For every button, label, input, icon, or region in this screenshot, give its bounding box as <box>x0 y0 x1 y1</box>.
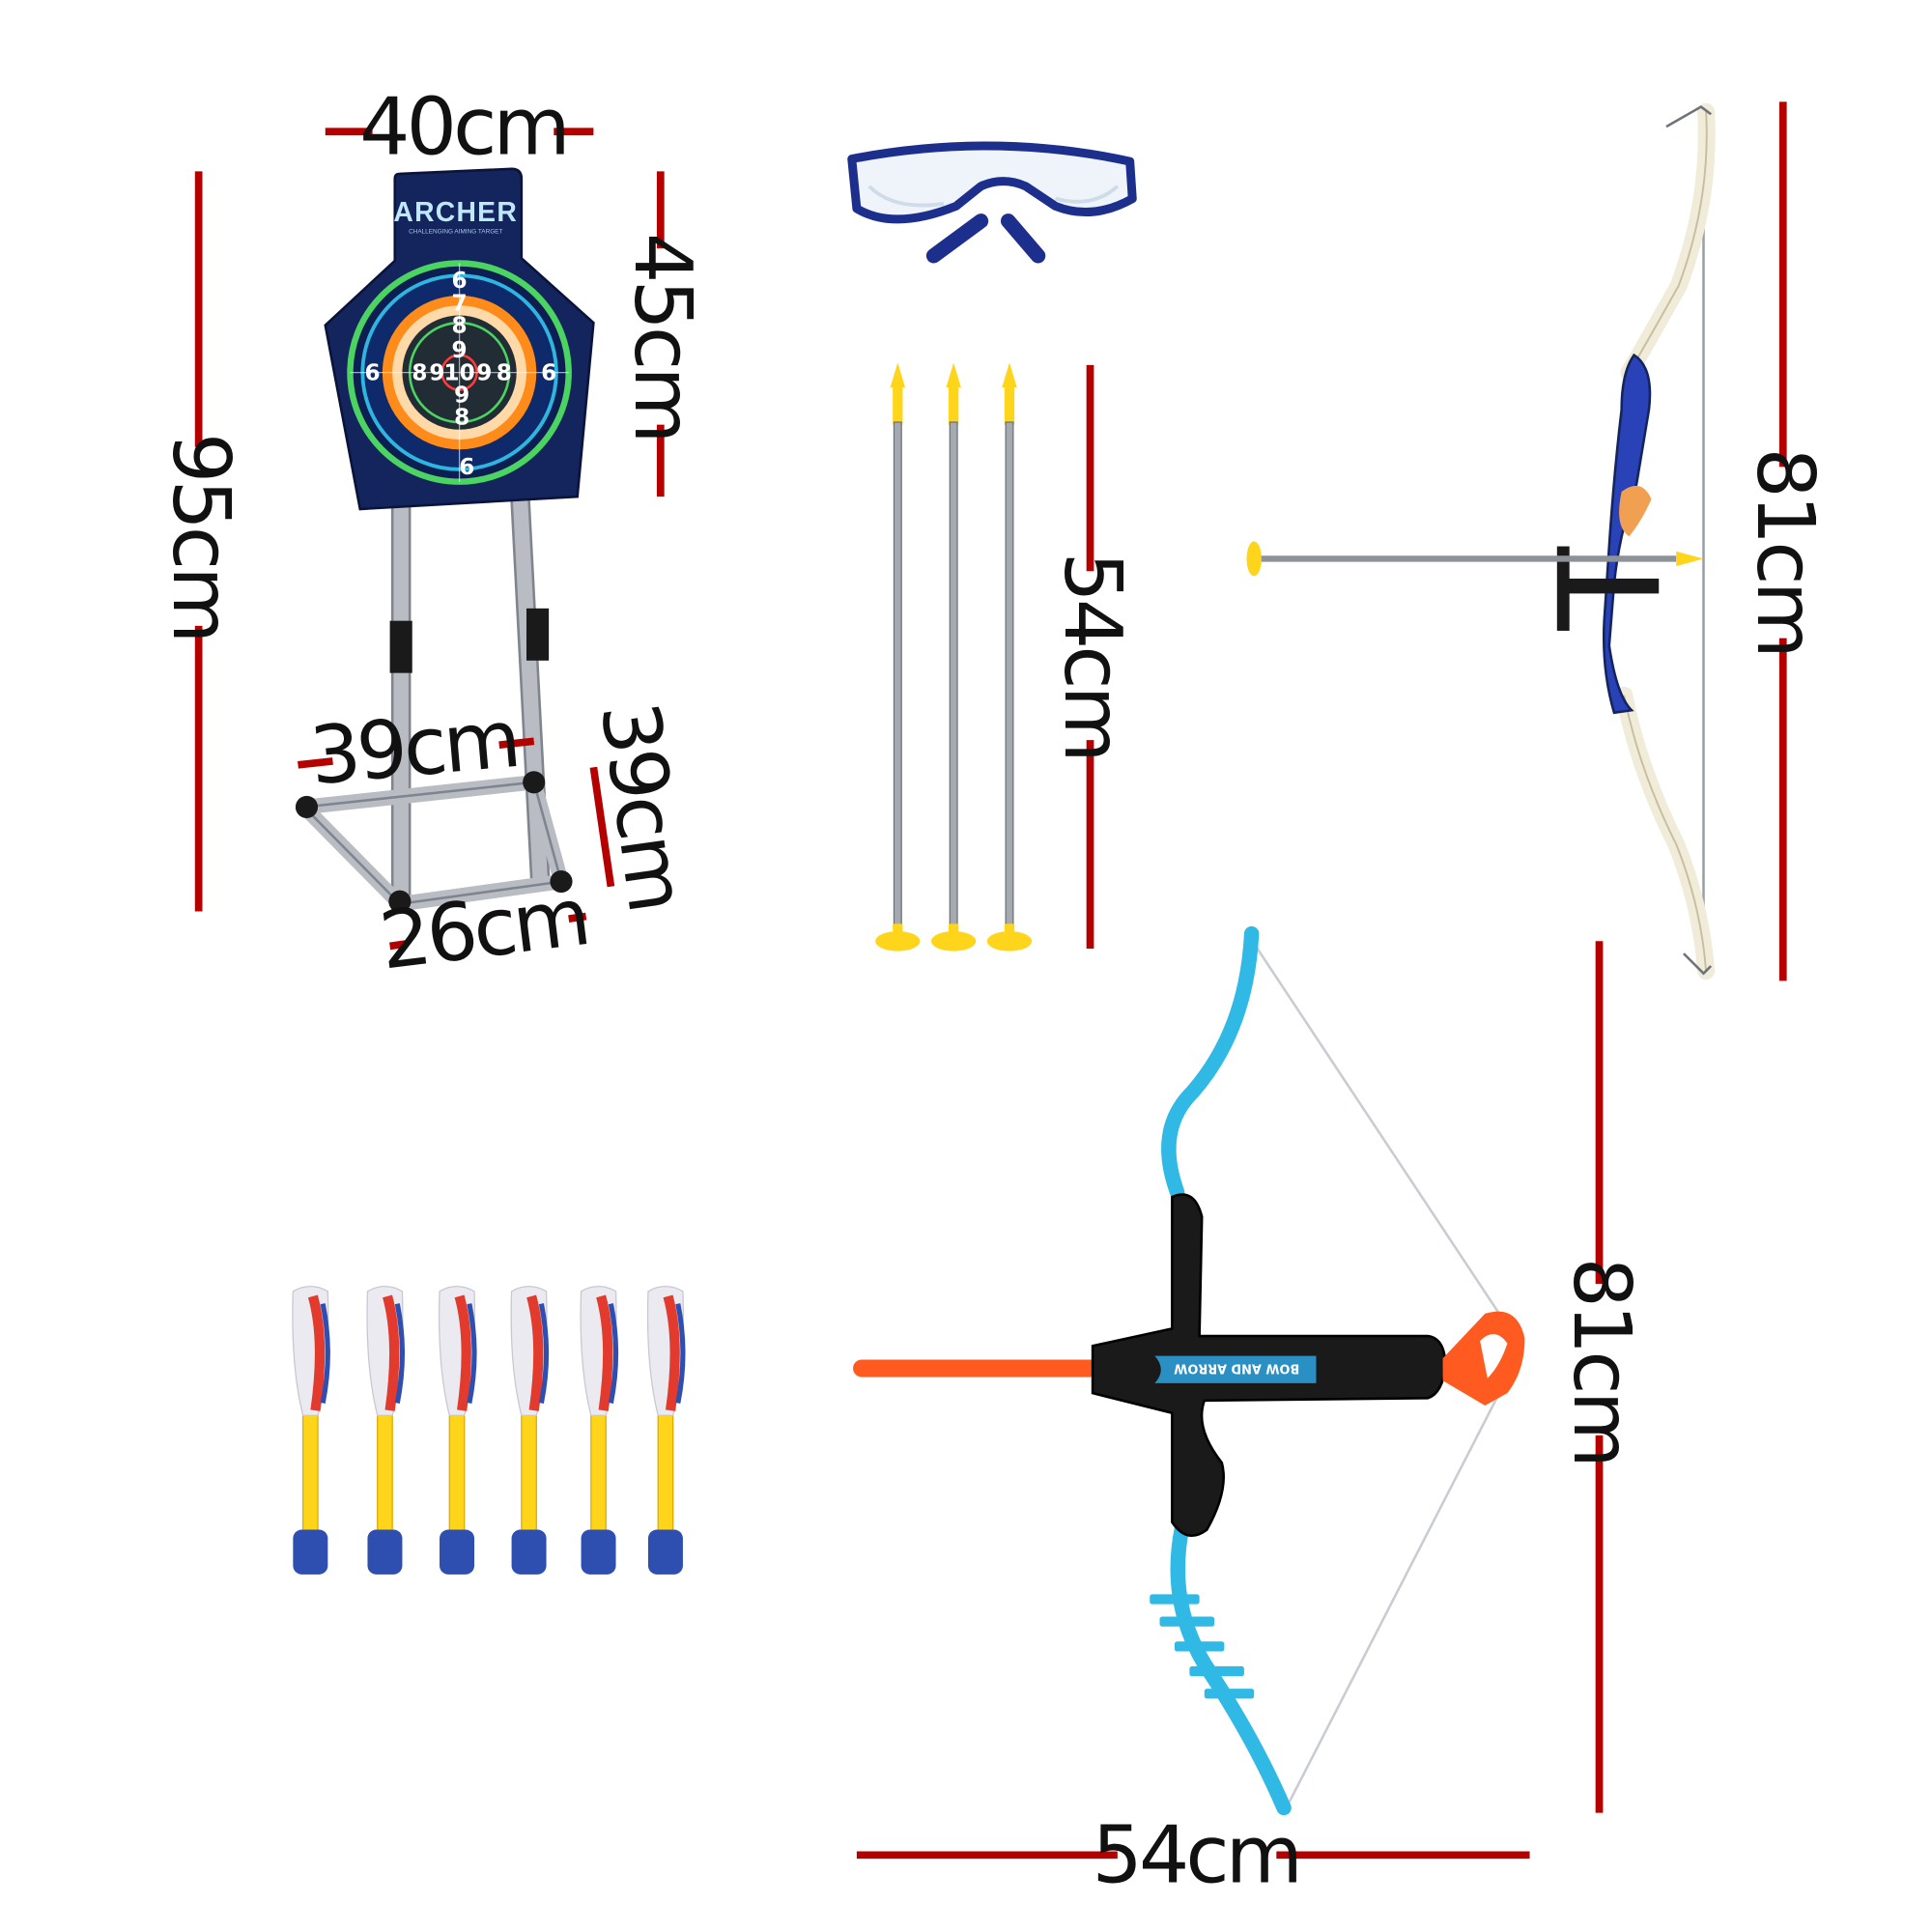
dim-kids-bow-height: 81cm <box>1555 1257 1647 1464</box>
ring-label-6: 6 <box>459 455 474 480</box>
foam-dart <box>646 1285 686 1575</box>
suction-arrow <box>875 362 921 952</box>
goggles-strap <box>925 213 1046 264</box>
ring-label-8: 8 <box>452 313 468 338</box>
kids-bow: BOW AND ARROW <box>853 925 1525 1816</box>
bow-limb-upper <box>1620 102 1716 382</box>
bow-grip <box>1619 485 1652 537</box>
ring-label-9: 9 <box>452 338 468 363</box>
safety-goggles <box>847 141 1137 264</box>
ring-label-6: 6 <box>365 360 381 385</box>
dim-arrow-length: 54cm <box>1046 552 1138 759</box>
ring-label-7: 7 <box>452 291 468 316</box>
dim-base-side: 39cm <box>582 696 702 915</box>
kids-bow-limb-upper <box>1161 925 1260 1200</box>
target-face: 10 9 8 7 6 6 6 6 8 8 9 9 9 8 <box>347 260 572 485</box>
bow-limb-lower <box>1615 686 1716 980</box>
dim-base-width: 39cm <box>306 694 521 803</box>
ring-label-6: 6 <box>452 269 468 294</box>
ring-label-8: 8 <box>412 360 427 385</box>
dim-stand-total-height: 95cm <box>155 433 246 640</box>
base-foot <box>295 795 319 819</box>
ring-label-10: 10 <box>443 360 474 385</box>
dim-target-board-height: 45cm <box>616 233 708 440</box>
dim-recurve-bow-length: 81cm <box>1739 447 1831 655</box>
ring-label-8: 8 <box>497 360 512 385</box>
dim-target-width: 40cm <box>359 81 567 173</box>
leg-clamp-right <box>526 608 550 661</box>
kids-bow-fins <box>1150 1594 1255 1699</box>
foam-dart <box>292 1285 330 1575</box>
ring-label-9: 9 <box>429 360 444 385</box>
nocked-arrow <box>1246 541 1704 577</box>
dim-kids-bow-width: 54cm <box>1092 1810 1299 1902</box>
base-foot <box>388 890 412 913</box>
base-foot <box>550 870 573 894</box>
target-stand: ARCHER CHALLENGING AIMING TARGET 10 9 8 … <box>295 167 595 913</box>
ring-label-9: 9 <box>476 360 492 385</box>
suction-arrow <box>931 362 977 952</box>
ring-label-6: 6 <box>541 360 556 385</box>
foam-dart <box>438 1285 477 1575</box>
foam-dart <box>366 1285 405 1575</box>
bow-riser <box>1602 353 1652 715</box>
ring-label-9: 9 <box>454 383 469 408</box>
stand-leg-left <box>390 490 412 903</box>
foam-dart <box>510 1285 550 1575</box>
kids-bow-grip-text: BOW AND ARROW <box>1174 1361 1299 1376</box>
foam-dart <box>580 1285 619 1575</box>
target-brand: ARCHER <box>393 196 518 227</box>
recurve-bow <box>1246 102 1716 980</box>
dimension-lines <box>194 101 1787 1860</box>
kids-bow-limb-lower <box>1170 1520 1292 1816</box>
leg-clamp-left <box>389 620 412 673</box>
suction-arrow <box>986 362 1033 952</box>
base-foot <box>523 771 546 794</box>
ring-label-8: 8 <box>454 406 469 431</box>
target-subtitle: CHALLENGING AIMING TARGET <box>409 229 502 236</box>
